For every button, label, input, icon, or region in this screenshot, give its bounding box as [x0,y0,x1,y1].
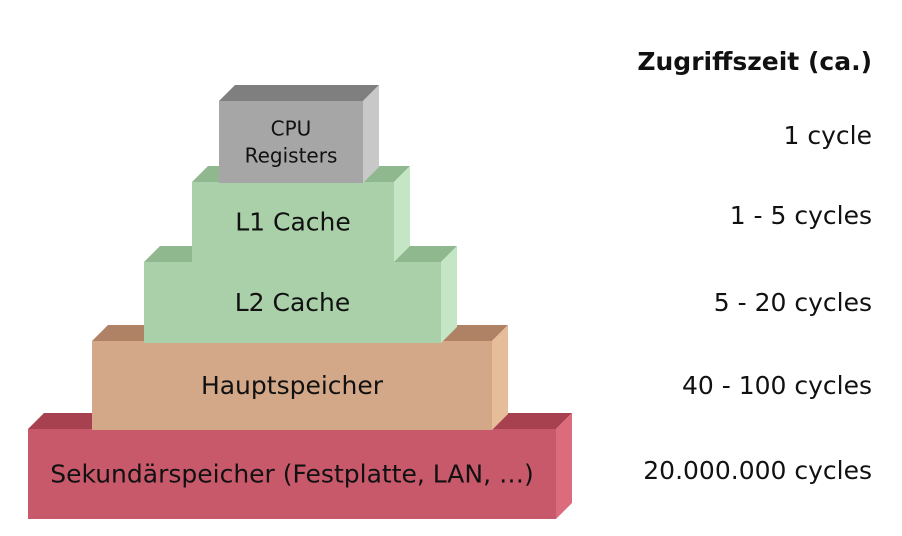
block-side-face [492,325,508,430]
block-side-face [441,246,457,343]
block-front-face [219,101,363,183]
block-label-hauptspeicher: Hauptspeicher [201,371,384,400]
block-front-face [28,429,556,519]
block-label-cpu-registers: Registers [245,144,338,168]
block-side-face [363,85,379,183]
timing-l2-cache: 5 - 20 cycles [713,288,872,317]
timing-sekundaerspeicher: 20.000.000 cycles [643,456,872,485]
block-cpu-registers: CPU Registers [219,85,379,183]
block-front-face [144,262,441,343]
block-front-face [192,182,394,262]
block-side-face [394,166,410,262]
timing-l1-cache: 1 - 5 cycles [729,201,872,230]
timing-cpu-registers: 1 cycle [783,121,872,150]
access-time-header: Zugriffszeit (ca.) [637,47,872,76]
block-label-l2-cache: L2 Cache [235,288,351,317]
block-front-face [92,341,492,430]
block-side-face [556,413,572,519]
block-label-cpu-registers: CPU [271,117,312,141]
timing-hauptspeicher: 40 - 100 cycles [681,371,872,400]
block-label-l1-cache: L1 Cache [235,208,351,237]
block-label-sekundaerspeicher: Sekundärspeicher (Festplatte, LAN, …) [50,460,533,489]
block-top-face [219,85,379,101]
